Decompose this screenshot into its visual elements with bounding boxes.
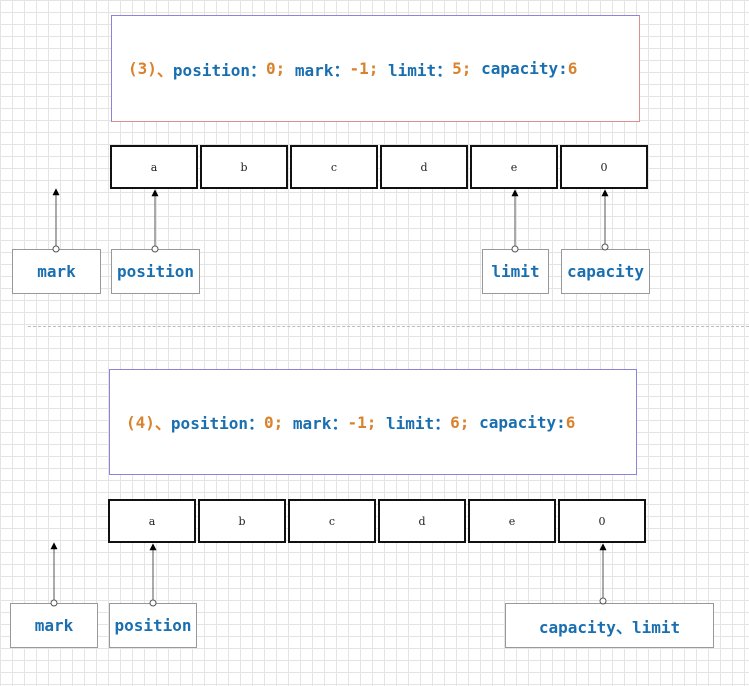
position-key: position： — [170, 414, 264, 433]
limit-key: limit： — [386, 414, 451, 433]
buffer-cell: b — [198, 499, 286, 543]
limit-key: limit： — [388, 60, 453, 80]
buffer-cells-3: a b c d e 0 — [110, 145, 648, 189]
capacity-key: capacity: — [481, 59, 568, 78]
capacity-key: capacity: — [479, 412, 566, 432]
capacity-label: capacity — [561, 249, 650, 294]
buffer-cell: b — [200, 145, 288, 189]
mark-value: -1; — [347, 412, 377, 432]
separator: 、 — [154, 414, 171, 433]
limit-value: 6; — [450, 412, 470, 432]
capacity-value: 6 — [567, 59, 578, 78]
limit-value: 5; — [452, 59, 472, 78]
position-key: position： — [172, 60, 266, 80]
section-divider — [28, 326, 749, 327]
buffer-cell: c — [290, 145, 378, 189]
capacity-limit-label: capacity、limit — [505, 603, 714, 648]
mark-label: mark — [12, 249, 101, 294]
title-box-3: (3)、position：0; mark：-1; limit：5; capaci… — [111, 15, 640, 122]
title-box-4: (4)、position：0; mark：-1; limit：6; capaci… — [109, 369, 637, 475]
position-label: position — [109, 603, 197, 648]
limit-label: limit — [482, 249, 549, 294]
separator: 、 — [156, 60, 173, 80]
mark-key: mark： — [294, 60, 350, 80]
mark-key: mark： — [292, 414, 348, 433]
capacity-value: 6 — [565, 412, 576, 432]
position-label: position — [111, 249, 200, 294]
step-number: (3) — [128, 59, 157, 78]
buffer-cells-4: a b c d e 0 — [108, 499, 646, 543]
buffer-cell: d — [380, 145, 468, 189]
buffer-cell: e — [470, 145, 558, 189]
buffer-cell: a — [110, 145, 198, 189]
position-value: 0; — [264, 412, 284, 432]
position-value: 0; — [266, 59, 286, 78]
step-number: (4) — [126, 412, 155, 432]
buffer-cell: c — [288, 499, 376, 543]
buffer-cell: 0 — [558, 499, 646, 543]
mark-label: mark — [10, 603, 98, 648]
buffer-cell: a — [108, 499, 196, 543]
buffer-cell: 0 — [560, 145, 648, 189]
buffer-cell: d — [378, 499, 466, 543]
mark-value: -1; — [349, 59, 379, 78]
buffer-cell: e — [468, 499, 556, 543]
